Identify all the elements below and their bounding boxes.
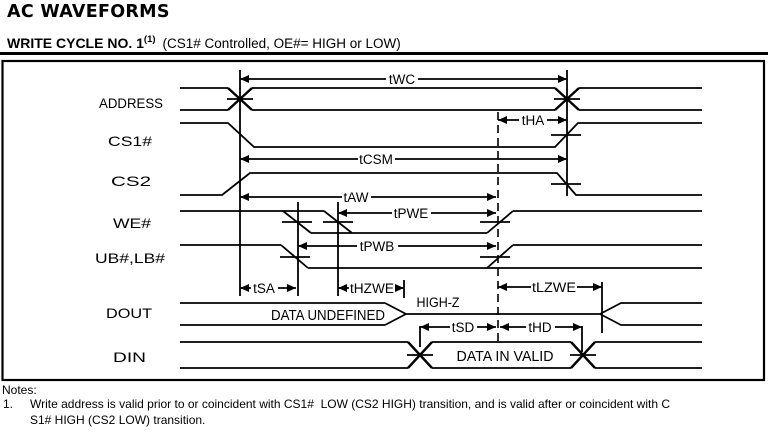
taw-label: tAW: [344, 190, 369, 205]
tpwe-label: tPWE: [394, 206, 429, 221]
dim-tpwb: tPWB: [298, 239, 496, 254]
signal-label-cs1: CS1#: [108, 133, 152, 149]
twc-label: tWC: [389, 72, 415, 87]
tcsm-label: tCSM: [359, 152, 393, 167]
dim-tsd: tSD: [420, 320, 496, 335]
ub-lb-waveform: [180, 244, 702, 269]
dim-tcsm: tCSM: [240, 152, 567, 167]
note-line-2: S1# HIGH (CS2 LOW) transition.: [30, 413, 206, 427]
signal-label-address: ADDRESS: [99, 95, 163, 111]
tpwb-label: tPWB: [360, 239, 395, 254]
dim-tsa: tSA: [240, 281, 296, 296]
signal-label-cs2: CS2: [111, 173, 151, 189]
note-line-1: Write address is valid prior to or coinc…: [30, 397, 671, 411]
dim-thzwe: tHZWE: [338, 281, 404, 296]
page-title: AC WAVEFORMS: [7, 2, 170, 22]
signal-label-we: WE#: [113, 215, 151, 231]
cs1-waveform: [180, 122, 702, 148]
tha-label: tHA: [522, 113, 545, 128]
notes-heading: Notes:: [2, 383, 37, 397]
signal-labels: ADDRESS CS1# CS2 WE# UB#,LB# DOUT DIN: [95, 95, 165, 365]
address-waveform: [180, 87, 702, 111]
din-waveform: [180, 341, 702, 369]
dim-taw: tAW: [240, 190, 496, 205]
reference-lines: [239, 70, 603, 352]
data-in-valid-label: DATA IN VALID: [457, 348, 554, 365]
dim-thd: tHD: [500, 320, 582, 335]
signal-label-din: DIN: [113, 349, 146, 365]
thzwe-label: tHZWE: [350, 281, 394, 296]
dim-tpwe: tPWE: [338, 206, 496, 221]
data-undefined-label: DATA UNDEFINED: [271, 307, 385, 324]
dim-twc: tWC: [240, 72, 567, 87]
thd-label: tHD: [528, 320, 552, 335]
header-rule: [0, 52, 768, 55]
dim-tha: tHA: [498, 113, 567, 128]
tsa-label: tSA: [253, 281, 275, 296]
signal-label-ub-lb: UB#,LB#: [95, 250, 165, 266]
cycle-note-ref: (1): [143, 34, 156, 45]
tlzwe-label: tLZWE: [532, 280, 576, 295]
dim-tlzwe: tLZWE: [498, 280, 602, 295]
cycle-title: WRITE CYCLE NO. 1: [7, 35, 144, 51]
diagram-border: [1, 59, 766, 382]
high-z-label: HIGH-Z: [417, 295, 460, 310]
cycle-subtitle: WRITE CYCLE NO. 1(1) (CS1# Controlled, OE…: [7, 34, 401, 53]
cycle-conditions: (CS1# Controlled, OE#= HIGH or LOW): [162, 36, 401, 51]
note-number: 1.: [3, 397, 14, 411]
signal-label-dout: DOUT: [106, 305, 153, 321]
tsd-label: tSD: [452, 320, 475, 335]
dout-waveform: [180, 302, 702, 326]
cs2-waveform: [180, 172, 702, 196]
we-waveform: [180, 210, 702, 234]
